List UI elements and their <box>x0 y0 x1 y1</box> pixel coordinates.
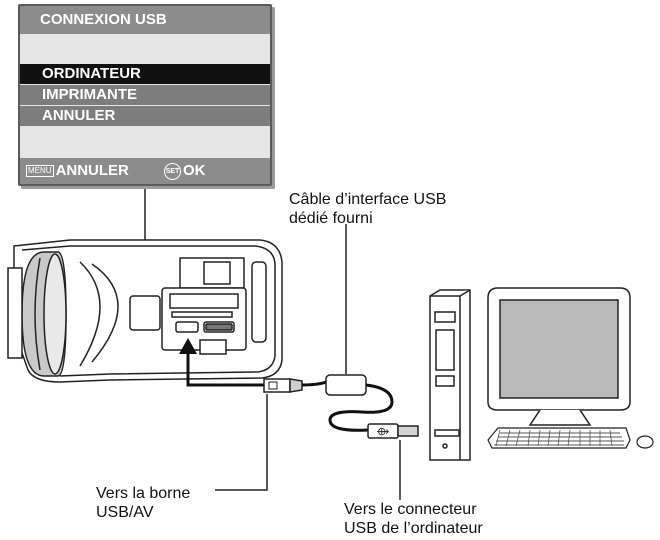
menu-option-computer[interactable]: ORDINATEUR <box>20 64 270 84</box>
footer-ok-label: OK <box>183 162 206 179</box>
port-leader-line <box>215 394 268 491</box>
connector-callout-line1: Vers le connecteur <box>344 501 477 518</box>
ferrite-core <box>325 374 367 396</box>
insert-arrow-camera <box>179 338 272 387</box>
computer-tower-illustration <box>429 289 471 461</box>
cable-callout-line2: dédié fourni <box>289 210 373 227</box>
computer-monitor-illustration <box>487 287 631 426</box>
menu-option-cancel[interactable]: ANNULER <box>20 106 270 126</box>
cable-callout: Câble d’interface USB dédié fourni <box>289 190 446 228</box>
menu-option-printer[interactable]: IMPRIMANTE <box>20 85 270 105</box>
menu-title: CONNEXION USB <box>20 6 270 34</box>
set-key-icon: SET <box>164 162 181 180</box>
footer-cancel-label: ANNULER <box>55 162 129 179</box>
port-callout-line2: USB/AV <box>96 504 154 521</box>
usb-av-port <box>175 321 199 333</box>
usb-av-port-callout: Vers la borne USB/AV <box>96 484 190 522</box>
computer-connector-callout: Vers le connecteur USB de l’ordinateur <box>344 500 483 538</box>
usb-symbol-icon: ⟴ <box>377 425 390 438</box>
menu-key-icon: MENU <box>26 165 54 178</box>
port-callout-line1: Vers la borne <box>96 485 191 502</box>
cable-callout-line1: Câble d’interface USB <box>289 191 447 208</box>
camera-illustration <box>7 239 283 383</box>
monitor-screen <box>499 299 619 399</box>
usb-cable: ⟴ <box>263 374 419 439</box>
usb-connection-menu-screen: CONNEXION USB ORDINATEUR IMPRIMANTE ANNU… <box>18 4 272 186</box>
keyboard-illustration <box>487 427 654 449</box>
connector-callout-line2: USB de l’ordinateur <box>344 520 483 537</box>
mouse-icon <box>636 435 654 449</box>
